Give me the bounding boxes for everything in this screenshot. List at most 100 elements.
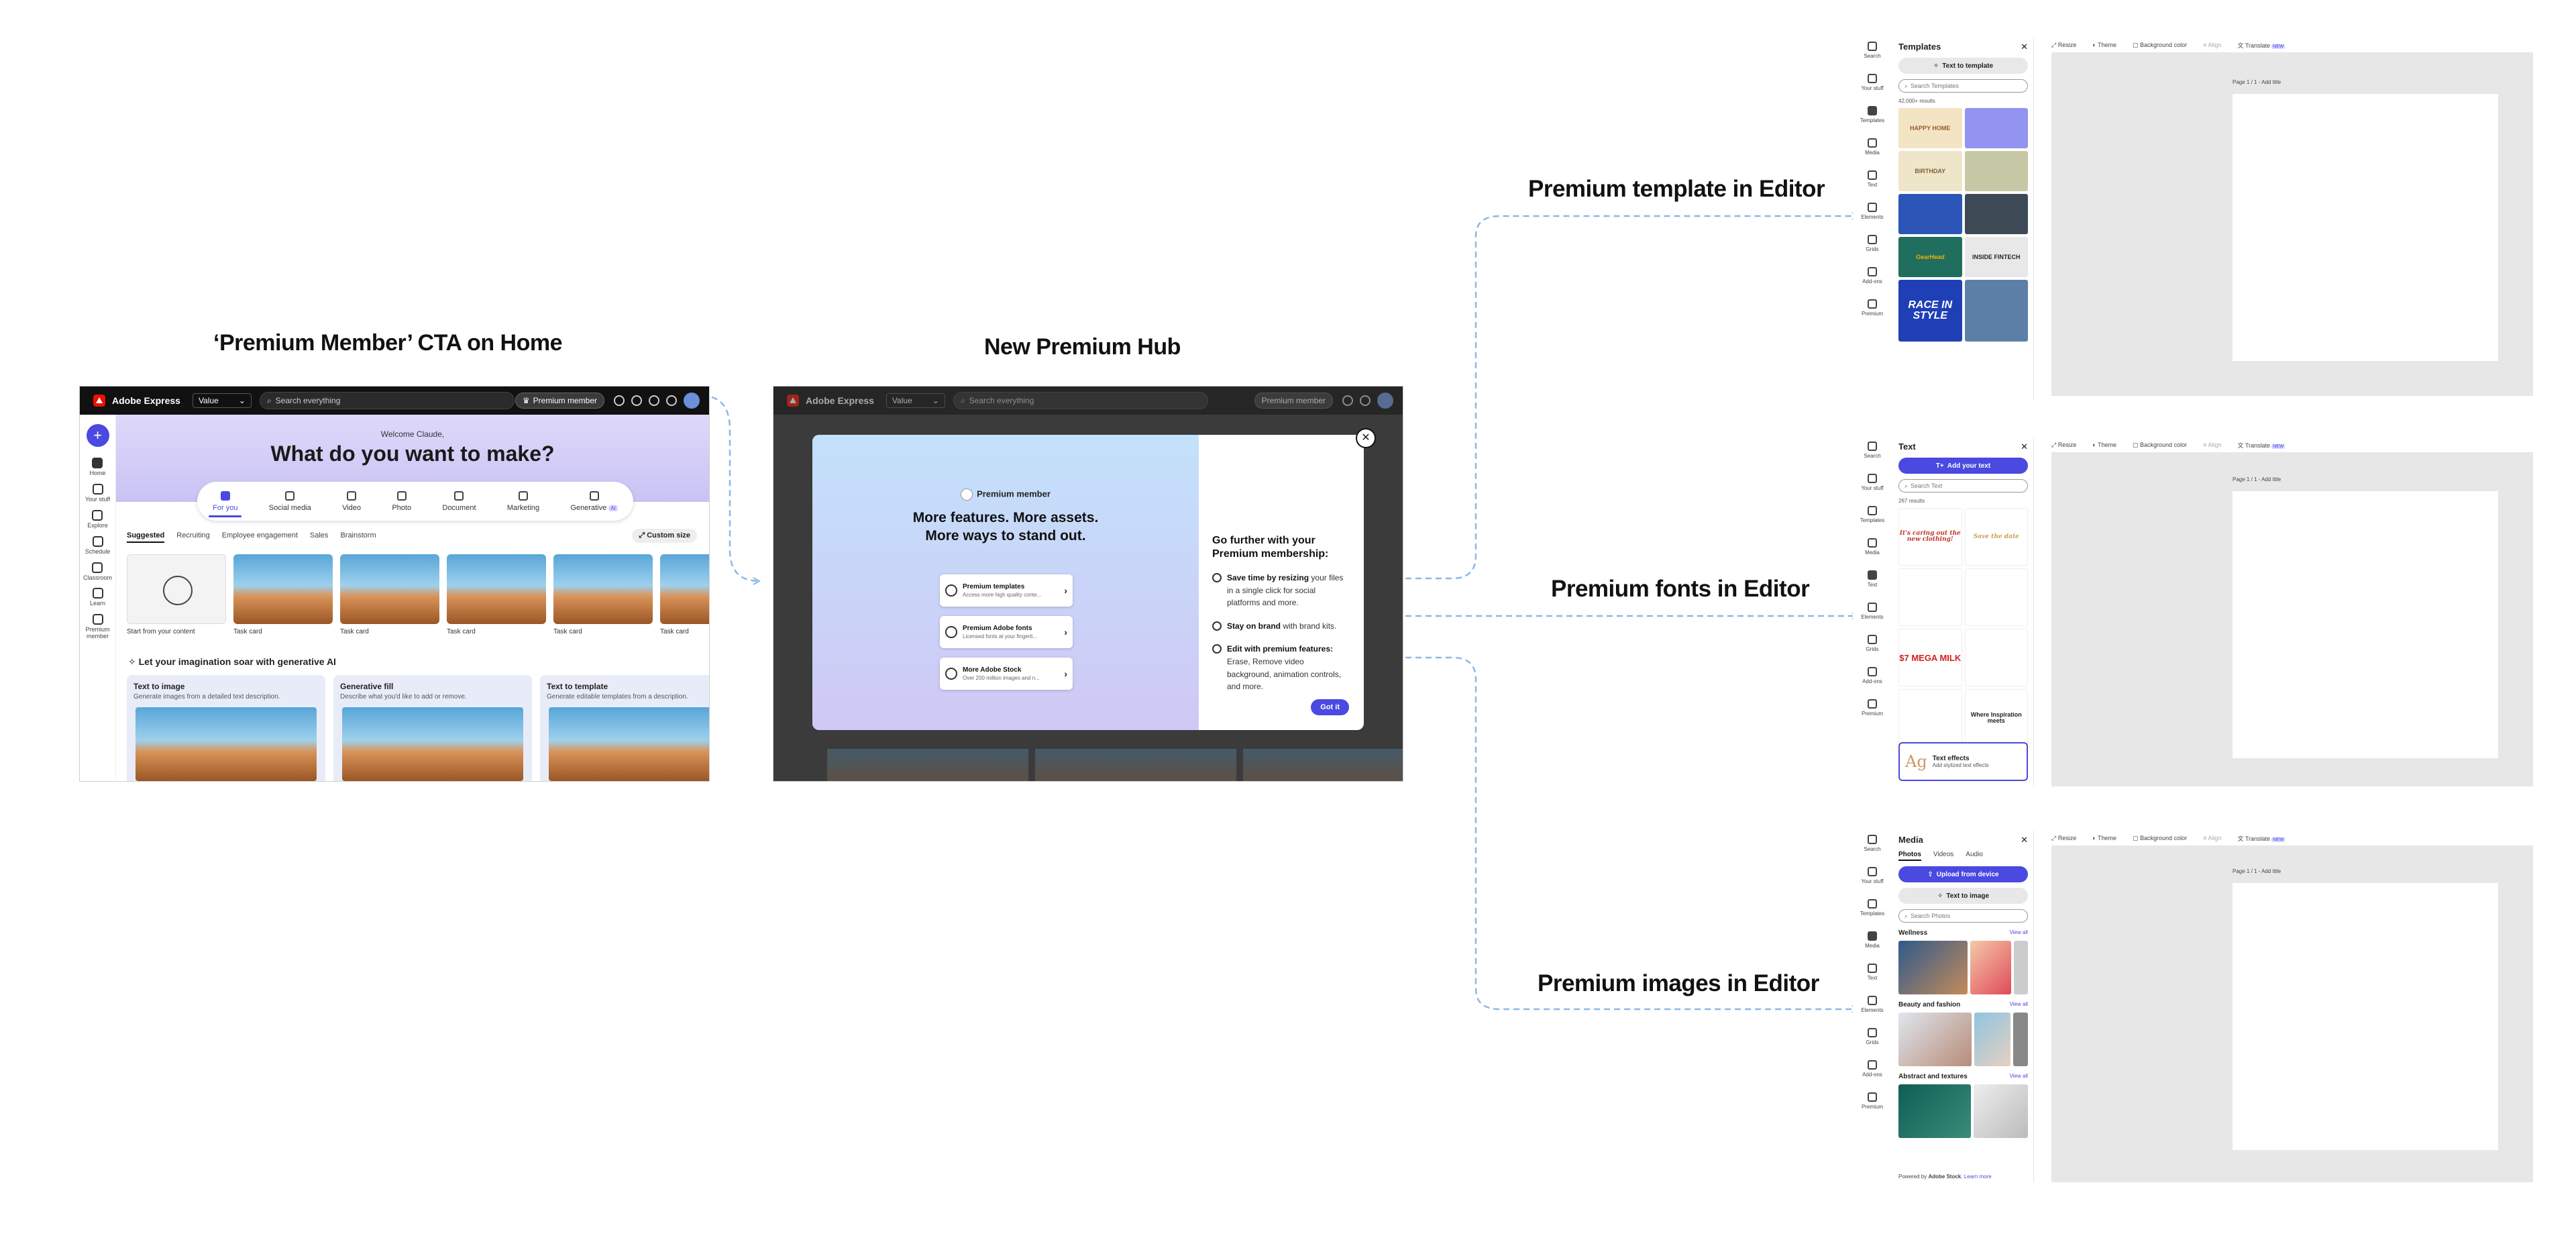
photo-thumb[interactable] — [1898, 1084, 1971, 1138]
rail-item-your-stuff[interactable]: Your stuff — [85, 483, 110, 503]
editor-rail-text[interactable]: Text — [1868, 964, 1877, 981]
photos-search-input[interactable]: ⌕Search Photos — [1898, 909, 2028, 923]
template-thumb[interactable] — [1964, 280, 2028, 342]
category-for-you[interactable]: For you — [209, 491, 242, 517]
got-it-button[interactable]: Got it — [1311, 699, 1349, 715]
text-style-thumb[interactable]: Save the date — [1964, 508, 2028, 566]
editor-rail-grids[interactable]: Grids — [1866, 235, 1879, 252]
plan-selector[interactable]: Value⌄ — [192, 393, 252, 408]
template-thumb[interactable]: GearHead — [1898, 237, 1962, 277]
subtab-recruiting[interactable]: Recruiting — [176, 531, 210, 539]
text-style-thumb[interactable] — [1898, 689, 1962, 747]
rail-item-schedule[interactable]: Schedule — [85, 535, 110, 556]
tab-audio[interactable]: Audio — [1966, 851, 1983, 858]
task-card[interactable]: Task card — [660, 554, 709, 635]
bell-icon[interactable] — [666, 395, 677, 406]
resize-button[interactable]: ⤢ Resize — [2051, 41, 2077, 48]
resize-button[interactable]: ⤢ Resize — [2051, 834, 2077, 841]
premium-member-button[interactable]: ♛Premium member — [515, 393, 604, 409]
category-document[interactable]: Document — [442, 491, 476, 512]
rail-item-learn[interactable]: Learn — [90, 588, 105, 607]
align-button[interactable]: ≡ Align — [2203, 442, 2222, 448]
canvas-page[interactable] — [2233, 883, 2498, 1150]
category-marketing[interactable]: Marketing — [507, 491, 539, 512]
text-style-thumb[interactable] — [1898, 568, 1962, 626]
editor-rail-premium[interactable]: Premium — [1862, 1092, 1883, 1110]
resize-button[interactable]: ⤢ Resize — [2051, 441, 2077, 448]
align-button[interactable]: ≡ Align — [2203, 835, 2222, 841]
photo-thumb[interactable] — [1974, 1013, 2011, 1066]
editor-rail-add-ons[interactable]: Add-ons — [1862, 667, 1882, 684]
task-card[interactable]: Task card — [447, 554, 546, 635]
template-thumb[interactable]: INSIDE FINTECH — [1964, 237, 2028, 277]
editor-rail-search[interactable]: Search — [1864, 442, 1881, 459]
editor-rail-grids[interactable]: Grids — [1866, 1028, 1879, 1045]
close-icon[interactable]: ✕ — [1356, 428, 1376, 448]
background-color-button[interactable]: ▢ Background color — [2133, 441, 2188, 448]
text-search-input[interactable]: ⌕Search Text — [1898, 479, 2028, 493]
category-photo[interactable]: Photo — [392, 491, 411, 512]
template-thumb[interactable] — [1964, 194, 2028, 234]
editor-rail-your-stuff[interactable]: Your stuff — [1861, 474, 1884, 491]
editor-rail-text[interactable]: Text — [1868, 170, 1877, 188]
rail-item-explore[interactable]: Explore — [87, 509, 108, 529]
editor-rail-your-stuff[interactable]: Your stuff — [1861, 867, 1884, 884]
close-icon[interactable]: ✕ — [2021, 835, 2028, 845]
editor-rail-elements[interactable]: Elements — [1861, 996, 1884, 1013]
rail-item-classroom[interactable]: Classroom — [83, 562, 112, 582]
text-style-thumb[interactable]: It's caring out the new clothing! — [1898, 508, 1962, 566]
photo-thumb[interactable] — [2014, 941, 2029, 994]
create-button[interactable]: + — [86, 424, 109, 447]
card-start-from-content[interactable]: Start from your content — [127, 554, 226, 635]
editor-rail-search[interactable]: Search — [1864, 42, 1881, 59]
photo-thumb[interactable] — [1970, 941, 2012, 994]
editor-rail-media[interactable]: Media — [1865, 931, 1880, 949]
editor-rail-media[interactable]: Media — [1865, 138, 1880, 156]
canvas-page[interactable] — [2233, 491, 2498, 758]
subtab-suggested[interactable]: Suggested — [127, 531, 165, 543]
rail-item-home[interactable]: Home — [89, 458, 106, 477]
task-card[interactable]: Task card — [340, 554, 439, 635]
template-thumb[interactable] — [1898, 194, 1962, 234]
canvas-page[interactable] — [2233, 94, 2498, 361]
background-color-button[interactable]: ▢ Background color — [2133, 41, 2188, 48]
avatar[interactable] — [684, 393, 700, 409]
template-thumb[interactable] — [1964, 151, 2028, 191]
close-icon[interactable]: ✕ — [2021, 442, 2028, 452]
text-style-thumb[interactable]: $7 MEGA MILK — [1898, 629, 1962, 686]
photo-thumb[interactable] — [1898, 1013, 1972, 1066]
add-your-text-button[interactable]: T+Add your text — [1898, 458, 2028, 474]
subtab-employee-engagement[interactable]: Employee engagement — [221, 531, 298, 539]
category-social-media[interactable]: Social media — [269, 491, 311, 512]
theme-button[interactable]: ◐ Theme — [2092, 835, 2117, 841]
search-input[interactable]: ⌕Search everything — [259, 392, 515, 409]
help-icon[interactable] — [631, 395, 642, 406]
custom-size-button[interactable]: ⤢ Custom size — [632, 529, 697, 543]
text-style-thumb[interactable]: Where Inspiration meets — [1964, 689, 2028, 747]
view-all-link[interactable]: View all — [2009, 929, 2028, 935]
theme-button[interactable]: ◐ Theme — [2092, 442, 2117, 448]
editor-rail-premium[interactable]: Premium — [1862, 699, 1883, 717]
editor-rail-elements[interactable]: Elements — [1861, 203, 1884, 220]
learn-more-link[interactable]: Learn more — [1964, 1174, 1992, 1180]
photo-thumb[interactable] — [1974, 1084, 2028, 1138]
editor-rail-add-ons[interactable]: Add-ons — [1862, 267, 1882, 285]
photo-thumb[interactable] — [2013, 1013, 2028, 1066]
tab-photos[interactable]: Photos — [1898, 851, 1921, 861]
theme-button[interactable]: ◐ Theme — [2092, 42, 2117, 48]
category-video[interactable]: Video — [342, 491, 361, 512]
task-card[interactable]: Task card — [553, 554, 653, 635]
view-all-link[interactable]: View all — [2009, 1001, 2028, 1007]
editor-rail-add-ons[interactable]: Add-ons — [1862, 1060, 1882, 1078]
